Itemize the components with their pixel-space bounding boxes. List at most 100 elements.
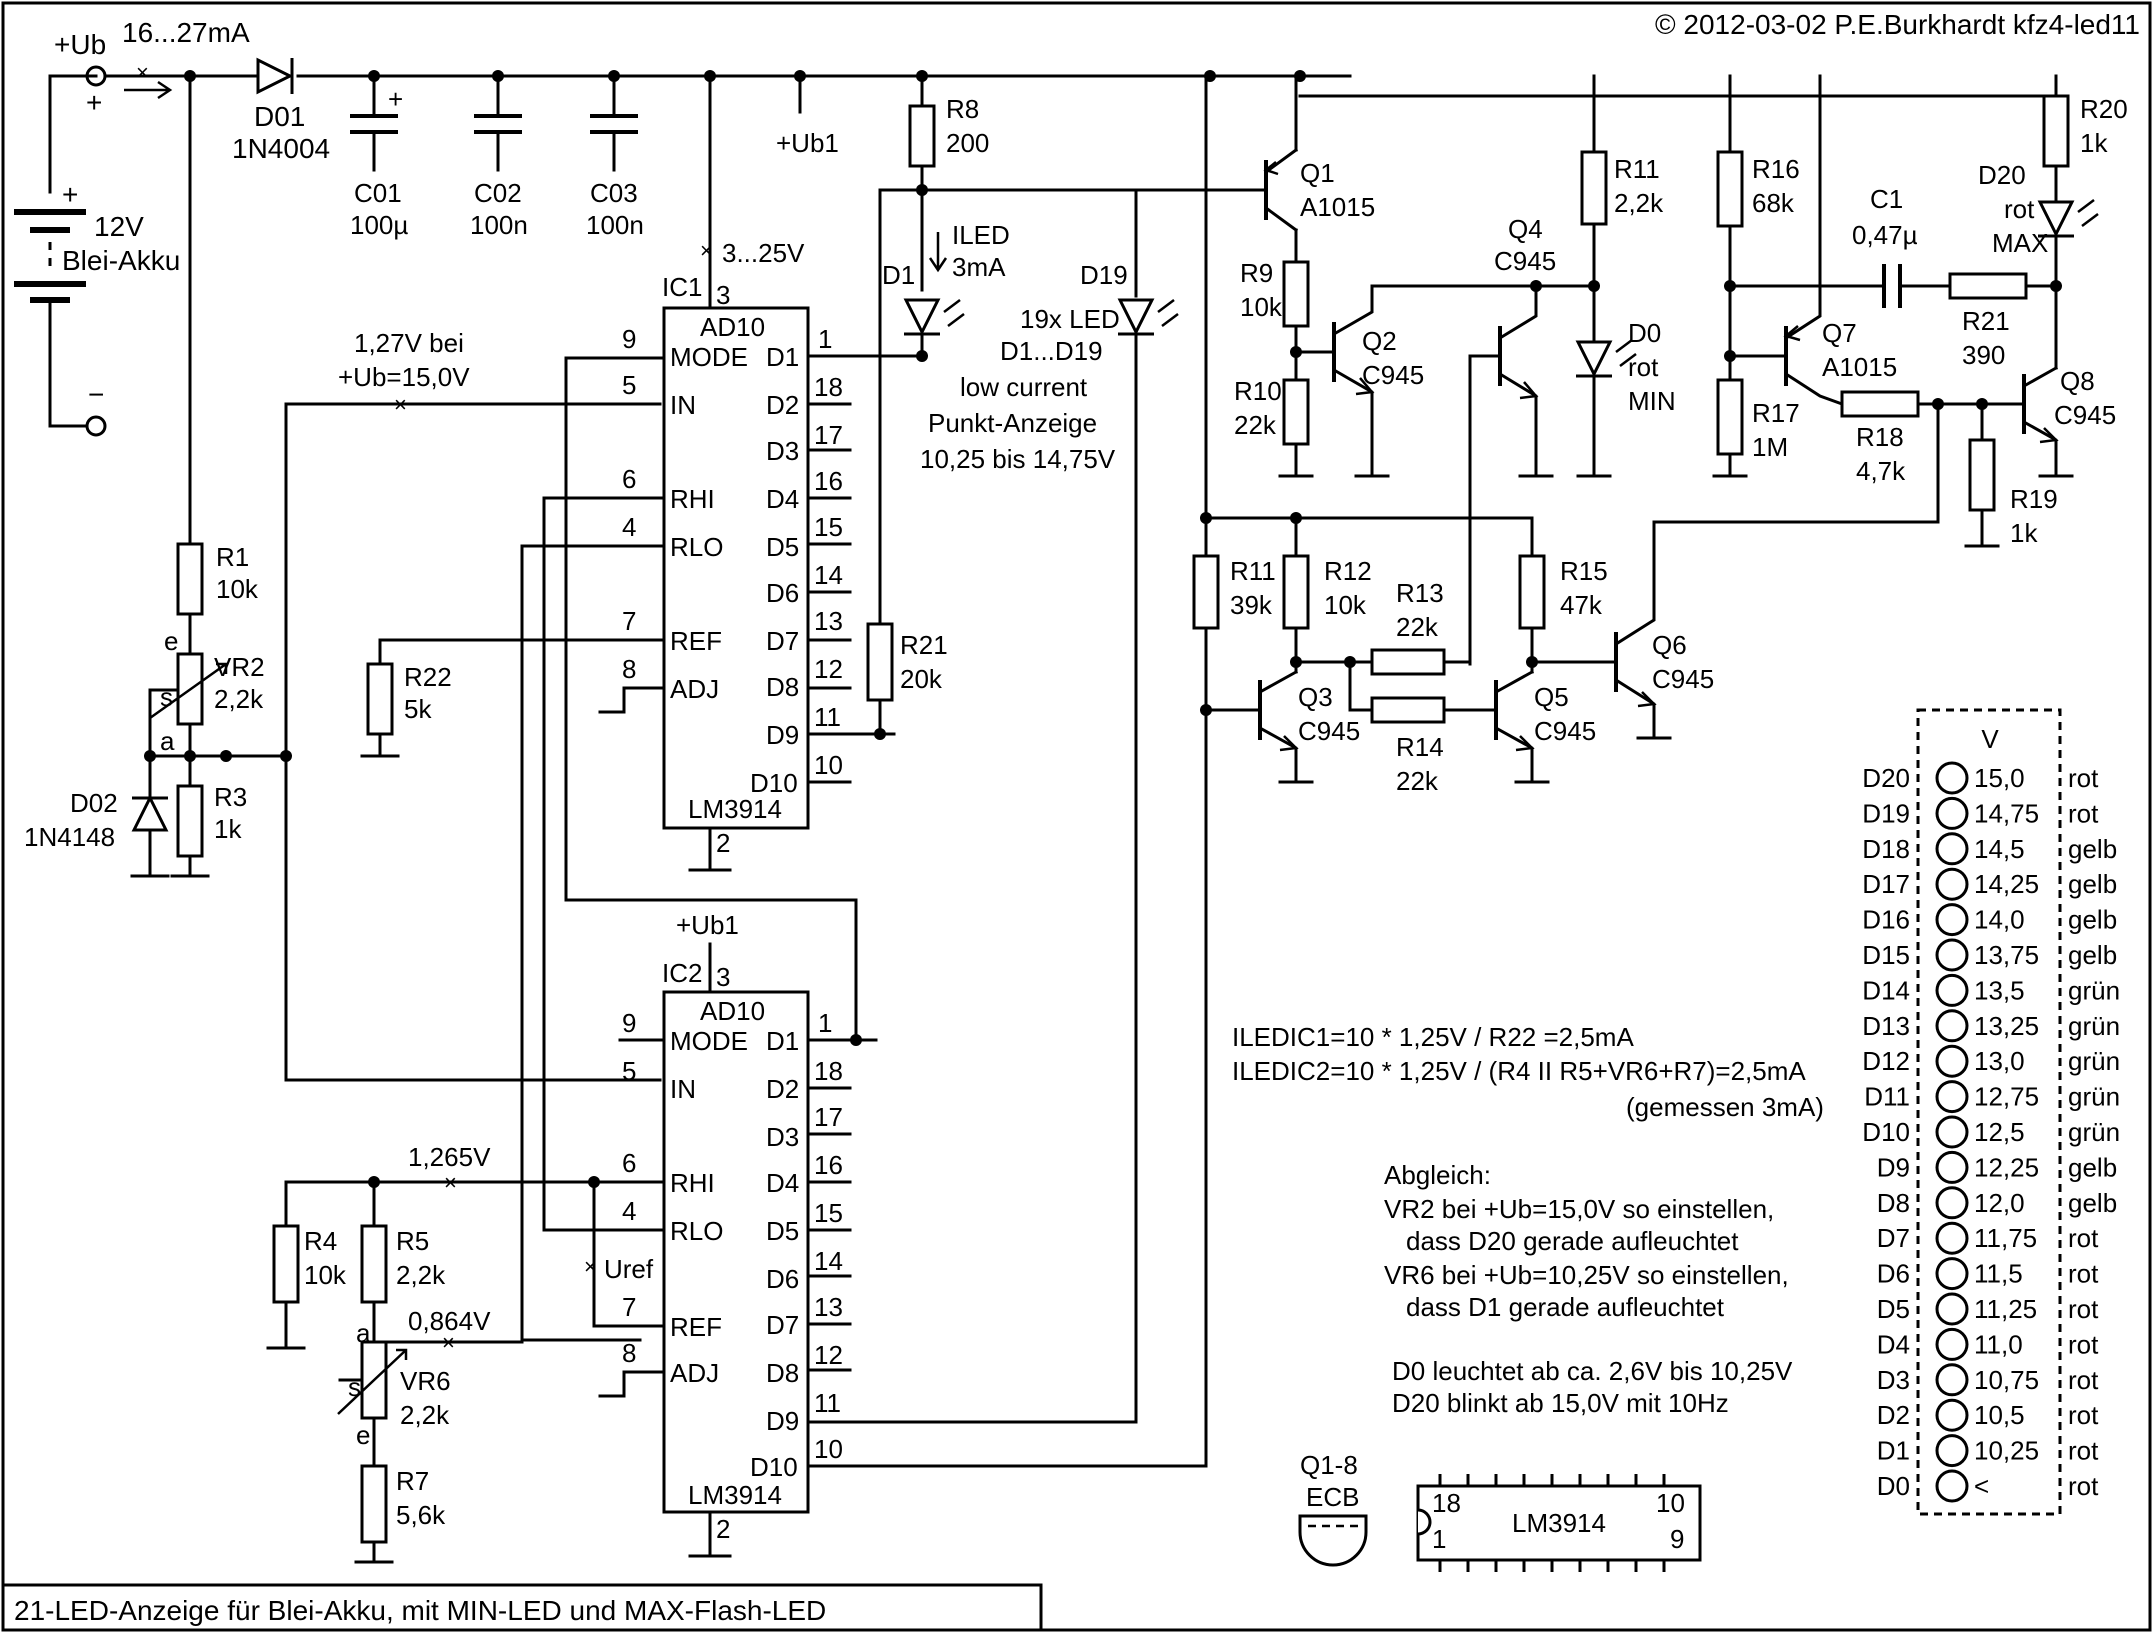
ic1-left-pins: 9 MODE 5 IN 6 RHI 4 RLO 7 REF 8 ADJ: [378, 324, 748, 714]
led-voltage: 12,75: [1974, 1082, 2039, 1112]
svg-text:V: V: [1981, 724, 1999, 754]
svg-text:13: 13: [814, 1292, 843, 1322]
led-marker: [1935, 973, 1969, 1007]
svg-text:REF: REF: [670, 626, 722, 656]
svg-text:LM3914: LM3914: [688, 1480, 782, 1510]
svg-text:D0 leuchtet ab ca. 2,6V bis 10: D0 leuchtet ab ca. 2,6V bis 10,25V: [1392, 1356, 1793, 1386]
svg-text:D19: D19: [1080, 260, 1128, 290]
ic2-divider: × 1,265V × Uref R4 10k R5 2,2k a s e VR6…: [266, 1142, 654, 1564]
svg-text:1,265V: 1,265V: [408, 1142, 491, 1172]
led-marker: [1935, 1150, 1969, 1184]
svg-text:R21: R21: [900, 630, 948, 660]
led-voltage: 13,75: [1974, 940, 2039, 970]
svg-text:15: 15: [814, 512, 843, 542]
svg-text:22k: 22k: [1234, 410, 1277, 440]
svg-text:19x LED: 19x LED: [1020, 304, 1120, 334]
svg-text:18: 18: [1432, 1488, 1461, 1518]
led-name: D19: [1862, 798, 1910, 828]
led-marker: [1935, 1080, 1969, 1114]
led-voltage: 11,0: [1974, 1329, 2023, 1359]
led-D20: D20 rot MAX: [1978, 160, 2099, 258]
svg-text:×: ×: [394, 392, 407, 417]
led-voltage: 13,25: [1974, 1011, 2039, 1041]
svg-text:D01: D01: [254, 101, 305, 132]
led-description: 19x LED D1...D19 low current Punkt-Anzei…: [920, 304, 1120, 474]
svg-text:D20 blinkt ab 15,0V mit 10Hz: D20 blinkt ab 15,0V mit 10Hz: [1392, 1388, 1729, 1418]
svg-text:200: 200: [946, 128, 989, 158]
svg-text:100n: 100n: [470, 210, 528, 240]
svg-text:10: 10: [1656, 1488, 1685, 1518]
svg-text:C03: C03: [590, 178, 638, 208]
led-color: gelb: [2068, 834, 2117, 864]
led-name: D11: [1864, 1082, 1910, 1112]
svg-text:ILEDIC1=10 * 1,25V / R22 =2,5m: ILEDIC1=10 * 1,25V / R22 =2,5mA: [1232, 1022, 1634, 1052]
svg-text:Q2: Q2: [1362, 326, 1397, 356]
transistor-Q7: Q7 A1015: [1728, 74, 1897, 406]
led-name: D20: [1862, 763, 1910, 793]
led-voltage: 12,5: [1974, 1117, 2025, 1147]
svg-text:ILEDIC2=10 * 1,25V / (R4 II R5: ILEDIC2=10 * 1,25V / (R4 II R5+VR6+R7)=2…: [1232, 1056, 1806, 1086]
led-voltage: 10,25: [1974, 1436, 2039, 1466]
led-marker: [1935, 938, 1969, 972]
svg-text:R21: R21: [1962, 306, 2010, 336]
svg-text:+: +: [388, 84, 403, 114]
svg-text:IN: IN: [670, 1074, 696, 1104]
resistor-R17: R17 1M: [1712, 378, 1800, 478]
svg-text:R14: R14: [1396, 732, 1444, 762]
svg-text:REF: REF: [670, 1312, 722, 1342]
ic-pinout: 18 10 1 9 LM3914: [1416, 1474, 1702, 1572]
led-color: rot: [2068, 1329, 2099, 1359]
svg-text:LM3914: LM3914: [688, 794, 782, 824]
svg-text:D1...D19: D1...D19: [1000, 336, 1103, 366]
svg-text:C945: C945: [1362, 360, 1424, 390]
svg-text:MODE: MODE: [670, 342, 748, 372]
svg-text:Q1: Q1: [1300, 158, 1335, 188]
transistor-Q5: Q5 C945: [1493, 669, 1596, 784]
svg-text:Uref: Uref: [604, 1254, 654, 1284]
formulas: ILEDIC1=10 * 1,25V / R22 =2,5mA ILEDIC2=…: [1232, 1022, 1824, 1122]
svg-text:14: 14: [814, 1246, 843, 1276]
svg-text:100µ: 100µ: [350, 210, 408, 240]
svg-text:MAX: MAX: [1992, 228, 2048, 258]
led-voltage: 14,0: [1974, 905, 2025, 935]
led-marker: [1935, 867, 1969, 901]
svg-text:68k: 68k: [1752, 188, 1795, 218]
svg-text:D5: D5: [766, 532, 799, 562]
resistor-R8: R8 200: [908, 74, 989, 168]
svg-text:AD10: AD10: [700, 996, 765, 1026]
svg-text:10: 10: [814, 750, 843, 780]
led-name: D4: [1877, 1329, 1910, 1359]
vin-note-2: +Ub=15,0V: [338, 362, 470, 392]
svg-text:ECB: ECB: [1306, 1482, 1359, 1512]
svg-text:1M: 1M: [1752, 432, 1788, 462]
svg-text:47k: 47k: [1560, 590, 1603, 620]
led-name: D14: [1862, 975, 1910, 1005]
svg-text:VR6 bei +Ub=10,25V so einstell: VR6 bei +Ub=10,25V so einstellen,: [1384, 1260, 1789, 1290]
svg-text:Q7: Q7: [1822, 318, 1857, 348]
led-name: D15: [1862, 940, 1910, 970]
svg-text:R3: R3: [214, 782, 247, 812]
led-color: grün: [2068, 1082, 2120, 1112]
led-color: gelb: [2068, 1188, 2117, 1218]
led-name: D12: [1862, 1046, 1910, 1076]
svg-text:6: 6: [622, 1148, 636, 1178]
svg-text:C945: C945: [1298, 716, 1360, 746]
led-color: gelb: [2068, 869, 2117, 899]
svg-text:R22: R22: [404, 662, 452, 692]
ic1-supply-range: 3...25V: [722, 238, 805, 268]
svg-text:AD10: AD10: [700, 312, 765, 342]
led-marker: [1935, 1115, 1969, 1149]
svg-text:a: a: [356, 1318, 371, 1348]
svg-text:10k: 10k: [1324, 590, 1367, 620]
svg-text:R4: R4: [304, 1226, 337, 1256]
led-table-row: D4 11,0 rot: [1877, 1327, 2099, 1361]
led-color: gelb: [2068, 940, 2117, 970]
led-marker: [1935, 1469, 1969, 1503]
